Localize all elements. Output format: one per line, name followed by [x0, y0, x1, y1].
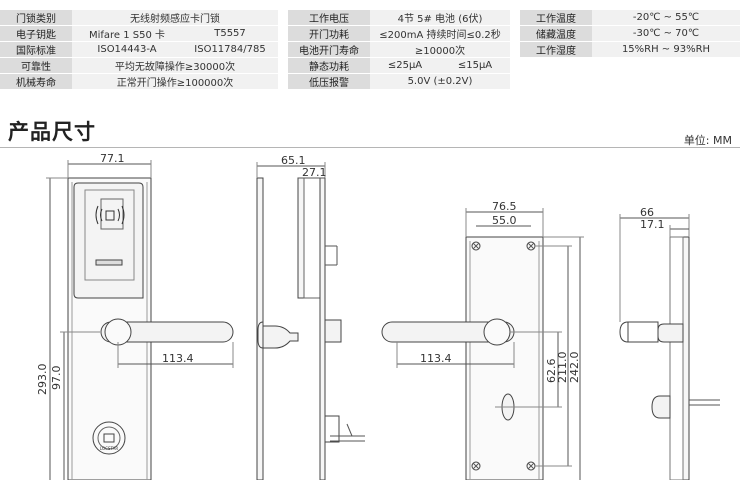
spec-value: -20℃ ~ 55℃ [592, 10, 740, 26]
spec-key: 门锁类别 [0, 10, 72, 26]
spec-tables: 门锁类别 无线射频感应卡门锁 电子钥匙 Mifare 1 S50 卡 T5557… [0, 10, 740, 92]
spec-row: 电子钥匙 Mifare 1 S50 卡 T5557 [0, 25, 278, 42]
spec-value: 无线射频感应卡门锁 [72, 10, 278, 26]
front-view: LOCSTAR 77.1 113.4 293.0 97.0 [36, 152, 234, 480]
spec-row: 静态功耗 ≤25μA ≤15μA [288, 57, 510, 74]
spec-table-environment: 工作温度 -20℃ ~ 55℃ 储藏温度 -30℃ ~ 70℃ 工作湿度 15%… [520, 10, 740, 58]
spec-value: ≥10000次 [370, 41, 510, 58]
dim-right-plate: 17.1 [640, 218, 665, 231]
spec-table-power: 工作电压 4节 5# 电池 (6伏) 开门功耗 ≤200mA 持续时间≤0.2秒… [288, 10, 510, 90]
spec-value: Mifare 1 S50 卡 [72, 25, 182, 42]
spec-key: 工作湿度 [520, 41, 592, 58]
spec-row: 开门功耗 ≤200mA 持续时间≤0.2秒 [288, 25, 510, 42]
back-view: 76.5 55.0 113.4 62.6 211.0 242.0 [381, 200, 584, 480]
dim-right-depth: 66 [640, 206, 654, 219]
dim-back-handle: 113.4 [420, 352, 452, 365]
dim-back-holes: 55.0 [492, 214, 517, 227]
spec-value: 4节 5# 电池 (6伏) [370, 10, 510, 26]
dim-front-lower: 97.0 [50, 366, 63, 391]
dim-side-plate: 27.1 [302, 166, 327, 179]
spec-key: 工作温度 [520, 10, 592, 26]
section-title: 产品尺寸 [8, 120, 96, 144]
spec-value-2: T5557 [182, 25, 278, 42]
spec-key: 工作电压 [288, 10, 370, 26]
spec-row: 低压报警 5.0V (±0.2V) [288, 73, 510, 90]
key-cylinder: LOCSTAR [92, 421, 126, 455]
spec-key: 静态功耗 [288, 57, 370, 74]
spec-key: 储藏温度 [520, 25, 592, 42]
spec-value-2: ISO11784/785 [182, 41, 278, 58]
dim-front-handle: 113.4 [162, 352, 194, 365]
spec-key: 可靠性 [0, 57, 72, 74]
spec-value: 正常开门操作≥100000次 [72, 73, 278, 90]
dim-front-height: 293.0 [36, 364, 49, 396]
spec-row: 工作温度 -20℃ ~ 55℃ [520, 10, 740, 26]
spec-key: 电池开门寿命 [288, 41, 370, 58]
screw-hole [471, 241, 536, 471]
spec-row: 电池开门寿命 ≥10000次 [288, 41, 510, 58]
brand-mark: LOCSTAR [100, 446, 118, 451]
spec-value: -30℃ ~ 70℃ [592, 25, 740, 42]
rfid-icon [95, 205, 125, 225]
spec-row: 可靠性 平均无故障操作≥30000次 [0, 57, 278, 74]
dim-back-h2: 211.0 [556, 352, 569, 384]
spec-key: 低压报警 [288, 73, 370, 90]
spec-row: 工作湿度 15%RH ~ 93%RH [520, 41, 740, 58]
spec-value: 15%RH ~ 93%RH [592, 41, 740, 58]
dim-back-h3: 242.0 [568, 352, 581, 384]
dim-front-width: 77.1 [100, 152, 125, 165]
spec-value: 5.0V (±0.2V) [370, 73, 510, 90]
spec-key: 电子钥匙 [0, 25, 72, 42]
spec-table-lock: 门锁类别 无线射频感应卡门锁 电子钥匙 Mifare 1 S50 卡 T5557… [0, 10, 278, 90]
spec-key: 开门功耗 [288, 25, 370, 42]
spec-value: ISO14443-A [72, 41, 182, 58]
spec-value: ≤25μA [370, 57, 440, 74]
spec-row: 国际标准 ISO14443-A ISO11784/785 [0, 41, 278, 58]
spec-key: 国际标准 [0, 41, 72, 58]
dim-side-depth: 65.1 [281, 154, 306, 167]
side-view: 65.1 27.1 [256, 154, 365, 480]
divider [0, 147, 740, 148]
spec-row: 门锁类别 无线射频感应卡门锁 [0, 10, 278, 26]
spec-row: 机械寿命 正常开门操作≥100000次 [0, 73, 278, 90]
spec-value: 平均无故障操作≥30000次 [72, 57, 278, 74]
dimension-drawing: LOCSTAR 77.1 113.4 293.0 97.0 [36, 152, 720, 480]
dim-back-h1: 62.6 [545, 359, 558, 384]
spec-row: 工作电压 4节 5# 电池 (6伏) [288, 10, 510, 26]
spec-row: 储藏温度 -30℃ ~ 70℃ [520, 25, 740, 42]
spec-value: ≤200mA 持续时间≤0.2秒 [370, 25, 510, 42]
dim-back-plate: 76.5 [492, 200, 517, 213]
spec-value-2: ≤15μA [440, 57, 510, 74]
unit-label: 单位: MM [683, 134, 732, 147]
right-side-view: 66 17.1 [619, 206, 720, 480]
spec-key: 机械寿命 [0, 73, 72, 90]
